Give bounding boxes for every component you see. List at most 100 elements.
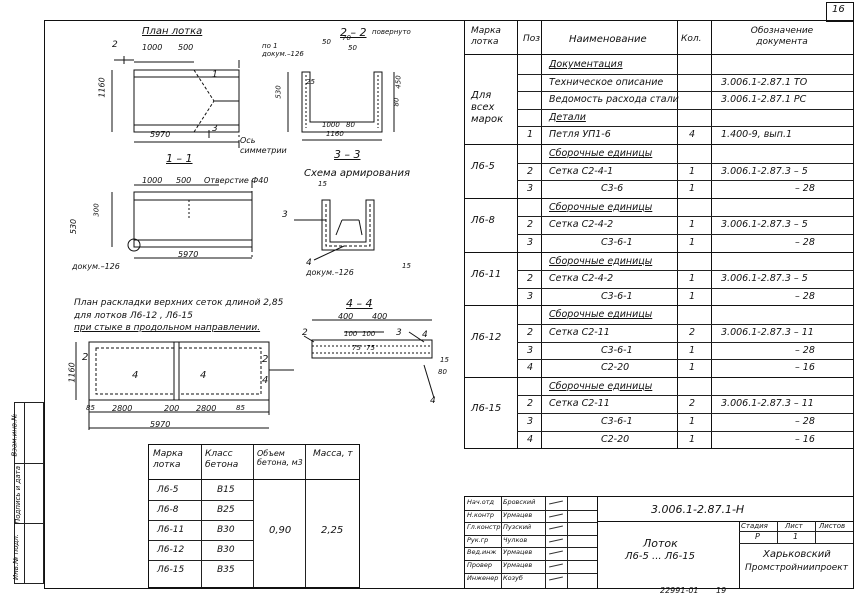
sec11-dim-530: 530 bbox=[69, 218, 79, 235]
reinf-mark-3: 3 bbox=[282, 210, 288, 220]
layout-dim-2800a: 2800 bbox=[112, 404, 133, 413]
layout-title-2: для лотков Л6-12 , Л6-15 bbox=[74, 311, 193, 321]
spec-row-qty: 1 bbox=[689, 219, 696, 231]
spec-row-qty: 1 bbox=[689, 362, 696, 374]
mass-row-mark: Л6-5 bbox=[157, 485, 179, 495]
spec-row-name: Петля УП1-6 bbox=[549, 129, 611, 141]
technical-drawings bbox=[75, 56, 435, 430]
tb-role: Нач.отд bbox=[467, 498, 495, 506]
tb-stage-hdr: Стадия bbox=[741, 522, 768, 530]
mass-row-mark: Л6-11 bbox=[157, 525, 185, 535]
sec22-dim-1000: 1000 bbox=[322, 121, 340, 129]
plan-mark-3: 3 bbox=[212, 124, 218, 134]
mass-row-mark: Л6-8 bbox=[157, 505, 179, 515]
spec-row-name: Сетка С2-4-1 bbox=[549, 165, 614, 177]
spec-hdr-doc: Обозначение документа bbox=[750, 26, 814, 47]
sec22-dim-1160: 1160 bbox=[326, 130, 344, 138]
mass-hdr-mark: Марка лотка bbox=[153, 449, 183, 470]
tb-sheet-hdr: Лист bbox=[785, 522, 803, 530]
tb-role: Провер bbox=[467, 561, 492, 569]
spec-table: Марка лотка Поз Наименование Кол. Обозна… bbox=[464, 20, 853, 450]
sec22-dim-50a: 50 bbox=[322, 38, 331, 46]
sec11-hole bbox=[127, 238, 141, 252]
sec44-outline bbox=[311, 339, 433, 359]
spec-group-mark: Л6-11 bbox=[471, 269, 502, 280]
side-stamp-sign: Подпись и дата bbox=[13, 466, 22, 524]
mass-hdr-volume: Объем бетона, м3 bbox=[257, 449, 303, 467]
signature-mark bbox=[549, 550, 563, 555]
spec-row-doc: 3.006.1-2.87.3 – 5 bbox=[721, 165, 808, 177]
sec44-dim-100a: 100 bbox=[344, 330, 358, 338]
sec44-dim-15: 15 bbox=[440, 356, 449, 364]
spec-row-qty: 1 bbox=[689, 290, 696, 302]
spec-row-name: Сборочные единицы bbox=[549, 201, 653, 213]
reinf-mark-4: 4 bbox=[306, 258, 312, 268]
spec-row-name: Техническое описание bbox=[549, 76, 664, 88]
plan-dim-5970: 5970 bbox=[150, 130, 171, 139]
sec44-mark-4b: 4 bbox=[430, 396, 436, 406]
plan-title: План лотка bbox=[142, 26, 203, 37]
spec-row-pos: 2 bbox=[527, 327, 534, 338]
side-stamp-replace: Взам.инв.№ bbox=[10, 413, 19, 457]
sec22-dim-70: 70 bbox=[342, 34, 351, 42]
spec-row-doc: 3.006.1-2.87.1 РС bbox=[721, 94, 807, 106]
layout-dim-1160: 1160 bbox=[67, 362, 77, 383]
spec-row-qty: 1 bbox=[689, 433, 696, 445]
tb-product-2: Л6-5 ... Л6-15 bbox=[625, 551, 695, 562]
tb-sheet: 1 bbox=[793, 532, 799, 541]
spec-row-name: Документация bbox=[549, 59, 623, 70]
tb-stage: Р bbox=[755, 532, 760, 541]
sec22-profile bbox=[301, 71, 383, 133]
symmetry-axis: Ось симметрии bbox=[240, 136, 287, 155]
tb-org-2: Промстройниипроект bbox=[745, 563, 848, 573]
sec44-mark-3: 3 bbox=[396, 328, 402, 338]
sec22-note-doc: по 1 докум.–126 bbox=[262, 42, 304, 58]
layout-mark-4c: 4 bbox=[262, 375, 269, 386]
spec-row-name: Сетка С2-11 bbox=[549, 398, 610, 410]
sec11-dim-300: 300 bbox=[92, 203, 101, 217]
spec-row-qty: 2 bbox=[689, 398, 696, 410]
sec44-dim-100b: 100 bbox=[362, 330, 376, 338]
plan-mark-1: 1 bbox=[212, 70, 218, 80]
layout-dim-5970: 5970 bbox=[150, 420, 171, 429]
spec-row-doc: 3.006.1-2.87.3 – 5 bbox=[721, 219, 808, 231]
spec-row-name: С3-6-1 bbox=[601, 416, 633, 427]
signature-mark bbox=[549, 500, 563, 505]
tb-person: Урмацев bbox=[503, 510, 533, 519]
spec-row-pos: 2 bbox=[527, 398, 534, 410]
layout-mark-2b: 2 bbox=[262, 354, 269, 365]
spec-row-name: Сетка С2-4-2 bbox=[549, 219, 614, 231]
spec-group-mark: Для всех марок bbox=[471, 90, 504, 125]
spec-row-doc: – 16 bbox=[795, 362, 815, 374]
mass-hdr-class: Класс бетона bbox=[205, 449, 239, 470]
mass-hdr-mass: Масса, т bbox=[313, 449, 353, 459]
spec-row-qty: 1 bbox=[689, 165, 696, 177]
spec-row-name: Сборочные единицы bbox=[549, 148, 653, 159]
tb-product-1: Лоток bbox=[643, 537, 678, 550]
mass-row-mark: Л6-15 bbox=[157, 565, 185, 575]
spec-hdr-pos: Поз bbox=[523, 34, 541, 44]
spec-row-doc: – 28 bbox=[795, 237, 815, 248]
spec-row-name: С3-6-1 bbox=[601, 344, 633, 356]
tb-role: Рук.гр bbox=[467, 535, 489, 544]
spec-group-mark: Л6-15 bbox=[471, 403, 502, 414]
page-number: 16 bbox=[832, 4, 845, 15]
reinf-profile bbox=[321, 199, 375, 251]
spec-row-pos: 2 bbox=[527, 273, 534, 285]
sec44-mark-2: 2 bbox=[302, 328, 308, 338]
reinf-title: Схема армирования bbox=[304, 168, 410, 179]
tb-person: Урмацев bbox=[503, 548, 533, 557]
doc126-a: докум.–126 bbox=[72, 262, 120, 271]
spec-row-name: С2-20 bbox=[601, 433, 630, 445]
mass-row-class: В30 bbox=[217, 545, 235, 555]
spec-row-doc: – 16 bbox=[795, 433, 815, 445]
spec-row-name: С3-6-1 bbox=[601, 237, 633, 248]
mass-row-class: В30 bbox=[217, 525, 235, 535]
signature-mark bbox=[549, 563, 563, 568]
mass-row-class: В15 bbox=[217, 485, 235, 495]
tb-code: 3.006.1-2.87.1-Н bbox=[651, 503, 745, 516]
sec44-title: 4 – 4 bbox=[346, 297, 373, 310]
tb-role: Инженер bbox=[467, 573, 499, 582]
sheet-frame bbox=[44, 20, 854, 589]
